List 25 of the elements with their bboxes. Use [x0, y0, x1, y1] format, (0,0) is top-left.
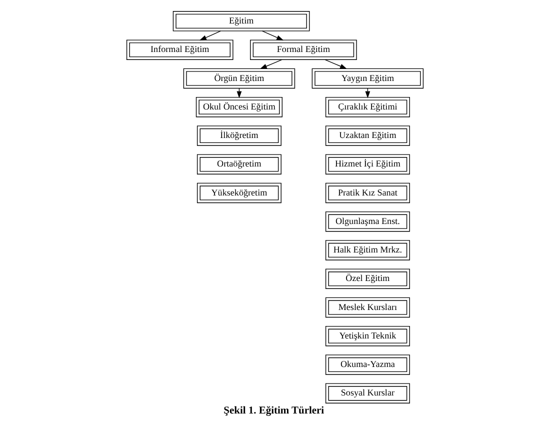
- arrow: [260, 59, 282, 69]
- node-box: Ortaöğretim: [196, 154, 282, 174]
- arrow: [324, 59, 348, 69]
- node-box: İlköğretim: [196, 126, 282, 146]
- node-box: Olgunlaşma Enst.: [325, 211, 410, 232]
- node-box: Okul Öncesi Eğitim: [196, 96, 282, 118]
- node-box: Örgün Eğitim: [183, 68, 296, 89]
- node-box: Informal Eğitim: [126, 40, 234, 60]
- node-box: Eğitim: [172, 11, 310, 32]
- node-box: Özel Eğitim: [325, 268, 410, 289]
- caption: Şekil 1. Eğitim Türleri: [224, 406, 324, 417]
- node-box: Formal Eğitim: [250, 40, 357, 60]
- arrow: [262, 30, 284, 40]
- node-box: Pratik Kız Sanat: [325, 182, 410, 204]
- arrow: [199, 30, 221, 40]
- node-box: Çıraklık Eğitimi: [325, 96, 410, 118]
- node-box: Yetişkin Teknik: [325, 326, 410, 346]
- node-box: Halk Eğitim Mrkz.: [325, 240, 410, 260]
- node-box: Okuma-Yazma: [325, 354, 410, 375]
- node-box: Uzaktan Eğitim: [325, 126, 410, 146]
- node-box: Yaygın Eğitim: [312, 68, 424, 89]
- node-box: Yükseköğretim: [196, 182, 282, 204]
- node-box: Meslek Kursları: [325, 297, 410, 318]
- node-box: Sosyal Kurslar: [325, 383, 410, 404]
- node-box: Hizmet İçi Eğitim: [325, 154, 410, 174]
